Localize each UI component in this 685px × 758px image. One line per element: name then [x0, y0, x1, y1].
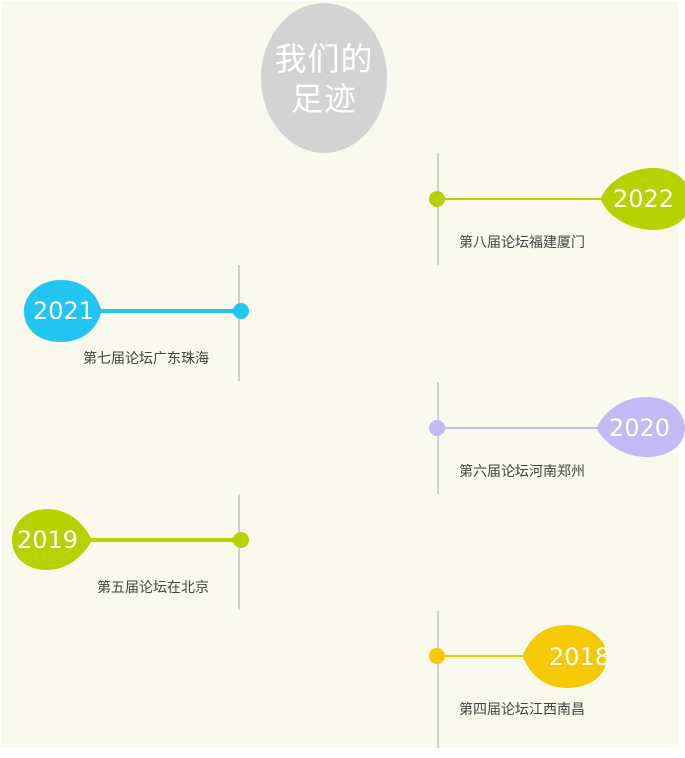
- timeline-marker-2018: [429, 625, 607, 688]
- page-title: 我们的足迹: [274, 40, 374, 118]
- year-bubble-2019: [12, 509, 245, 570]
- year-label-2022: 2022: [613, 185, 675, 213]
- timeline-node: [429, 420, 445, 436]
- event-caption-2019: 第五届论坛在北京: [97, 580, 209, 596]
- timeline-node: [429, 648, 445, 664]
- event-caption-2021: 第七届论坛广东珠海: [83, 351, 209, 367]
- timeline-node: [233, 532, 249, 548]
- timeline-marker-2021: [24, 280, 249, 342]
- year-bubble-2018: [431, 625, 607, 688]
- year-label-2020: 2020: [609, 414, 671, 442]
- timeline-marker-2020: [429, 397, 685, 457]
- timeline-node: [429, 191, 445, 207]
- year-label-2018: 2018: [549, 643, 611, 671]
- timeline-marker-2022: [429, 168, 685, 230]
- timeline-divider: [437, 382, 439, 494]
- year-bubble-2021: [24, 280, 245, 342]
- timeline-divider: [437, 153, 439, 265]
- title-bubble: 我们的足迹: [261, 3, 387, 153]
- timeline-divider: [437, 611, 439, 748]
- timeline-marker-2019: [12, 509, 249, 570]
- event-caption-2022: 第八届论坛福建厦门: [459, 235, 585, 251]
- timeline-node: [233, 303, 249, 319]
- year-label-2021: 2021: [33, 297, 95, 325]
- year-label-2019: 2019: [17, 526, 79, 554]
- year-bubble-2022: [431, 168, 685, 230]
- event-caption-2020: 第六届论坛河南郑州: [459, 464, 585, 480]
- year-bubble-2020: [431, 397, 685, 457]
- timeline-divider: [238, 494, 240, 610]
- timeline-divider: [238, 265, 240, 381]
- event-caption-2018: 第四届论坛江西南昌: [459, 702, 585, 718]
